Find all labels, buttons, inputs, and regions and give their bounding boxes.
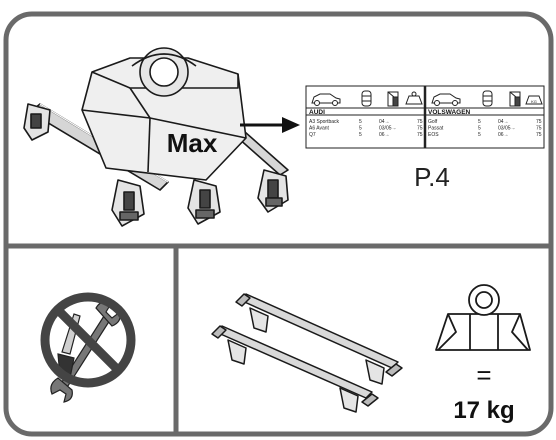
vehicle-table — [305, 85, 545, 149]
table-cell: Golf — [428, 119, 438, 125]
weight-icon — [435, 284, 531, 351]
equals-sign: = — [476, 360, 491, 390]
roof-rack-illustration — [23, 47, 289, 227]
foot-middle-front — [187, 179, 221, 225]
table-cell: 06→ — [379, 132, 390, 138]
brand-left: AUDI — [309, 109, 325, 116]
load-value: 17 kg — [453, 397, 514, 424]
table-cell: 04→ — [498, 119, 509, 125]
outer-frame — [3, 11, 554, 437]
table-cell: 5 — [478, 132, 481, 138]
roof-bars-icon — [211, 293, 403, 413]
weight-block — [81, 47, 247, 181]
table-cell: 06→ — [498, 132, 509, 138]
table-cell: 03/05→ — [379, 126, 397, 132]
weight-kg-icon — [525, 95, 543, 105]
page-reference: P.4 — [414, 162, 450, 192]
car-side-icon — [311, 93, 341, 106]
table-cell: 75 — [536, 126, 542, 132]
no-tools-icon — [40, 292, 136, 403]
weight-kg-icon — [405, 91, 423, 105]
max-label: Max — [167, 128, 218, 158]
table-cell: 75 — [536, 132, 542, 138]
table-cell: A3 Sportback — [309, 119, 340, 125]
table-cell: 75 — [536, 119, 542, 125]
table-cell: Passat — [428, 126, 444, 132]
table-cell: Q7 — [309, 132, 316, 138]
table-cell: 5 — [359, 126, 362, 132]
kg-icon-label: KG — [531, 99, 537, 104]
table-cell: 5 — [478, 126, 481, 132]
table-cell: 03/05→ — [498, 126, 516, 132]
table-cell: EOS — [428, 132, 439, 138]
foot-left-front — [111, 179, 145, 227]
door-icon — [387, 91, 399, 107]
table-cell: 5 — [359, 119, 362, 125]
foot-left-back — [23, 103, 51, 141]
table-cell: A6 Avant — [309, 126, 330, 132]
car-side-icon — [431, 93, 461, 106]
foot-right-front — [257, 169, 289, 213]
car-top-icon — [361, 90, 372, 107]
table-cell: 04→ — [379, 119, 390, 125]
brand-right: VOLSWAGEN — [428, 109, 471, 116]
arrow-right-icon — [240, 117, 300, 133]
table-cell: 5 — [478, 119, 481, 125]
table-cell: 5 — [359, 132, 362, 138]
car-top-icon — [482, 90, 493, 107]
door-icon — [509, 91, 521, 107]
table-cell: 75 — [417, 126, 423, 132]
table-cell: 75 — [417, 132, 423, 138]
table-cell: 75 — [417, 119, 423, 125]
